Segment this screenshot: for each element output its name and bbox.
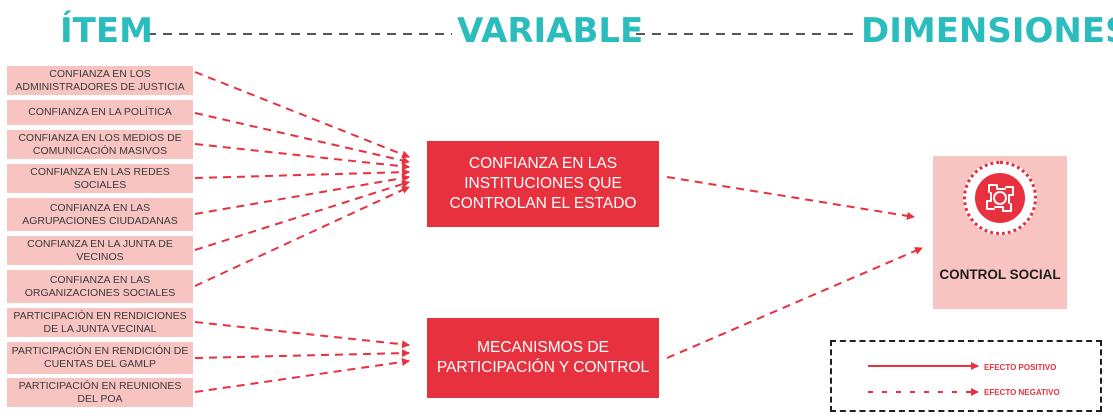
item-box: CONFIANZA EN LOS ADMINISTRADORES DE JUST…	[7, 66, 193, 95]
item-box: CONFIANZA EN LOS MEDIOS DE COMUNICACIÓN …	[7, 130, 193, 159]
dashed-arrow	[666, 247, 923, 359]
dashed-arrow	[194, 186, 410, 287]
item-box: PARTICIPACIÓN EN RENDICIÓN DE CUENTAS DE…	[7, 342, 193, 374]
header-item: ÍTEM	[60, 11, 153, 51]
item-box: CONFIANZA EN LAS ORGANIZACIONES SOCIALES	[7, 270, 193, 303]
dashed-arrow	[194, 358, 410, 393]
item-box: PARTICIPACIÓN EN REUNIONES DEL POA	[7, 378, 193, 407]
variable-box-confianza: CONFIANZA EN LAS INSTITUCIONES QUE CONTR…	[427, 141, 659, 227]
item-box: CONFIANZA EN LA JUNTA DE VECINOS	[7, 236, 193, 265]
item-box: CONFIANZA EN LAS AGRUPACIONES CIUDADANAS	[7, 198, 193, 231]
dashed-arrow	[194, 143, 410, 171]
dashed-arrow	[194, 174, 410, 215]
dashed-arrow	[194, 168, 410, 179]
hands-circle-icon	[986, 184, 1014, 212]
item-box: PARTICIPACIÓN EN RENDICIONES DE LA JUNTA…	[7, 308, 193, 337]
dashed-arrow	[666, 176, 915, 220]
item-box: CONFIANZA EN LA POLÍTICA	[7, 100, 193, 125]
header-dimensions: DIMENSIONES	[861, 11, 1113, 51]
dimension-icon-core	[975, 173, 1025, 223]
header-variable: VARIABLE	[457, 11, 644, 51]
dashed-arrow	[194, 71, 410, 159]
dimension-label: CONTROL SOCIAL	[939, 267, 1061, 282]
legend-positive-label: EFECTO POSITIVO	[984, 363, 1057, 372]
variable-box-mecanismos: MECANISMOS DE PARTICIPACIÓN Y CONTROL	[427, 318, 659, 398]
legend-negative-label: EFECTO NEGATIVO	[984, 388, 1060, 397]
item-box: CONFIANZA EN LAS REDES SOCIALES	[7, 164, 193, 193]
dashed-arrow	[194, 180, 410, 251]
dashed-arrow	[194, 321, 410, 349]
dashed-arrow	[194, 349, 410, 359]
dashed-arrow	[194, 112, 410, 165]
legend	[830, 340, 1102, 412]
